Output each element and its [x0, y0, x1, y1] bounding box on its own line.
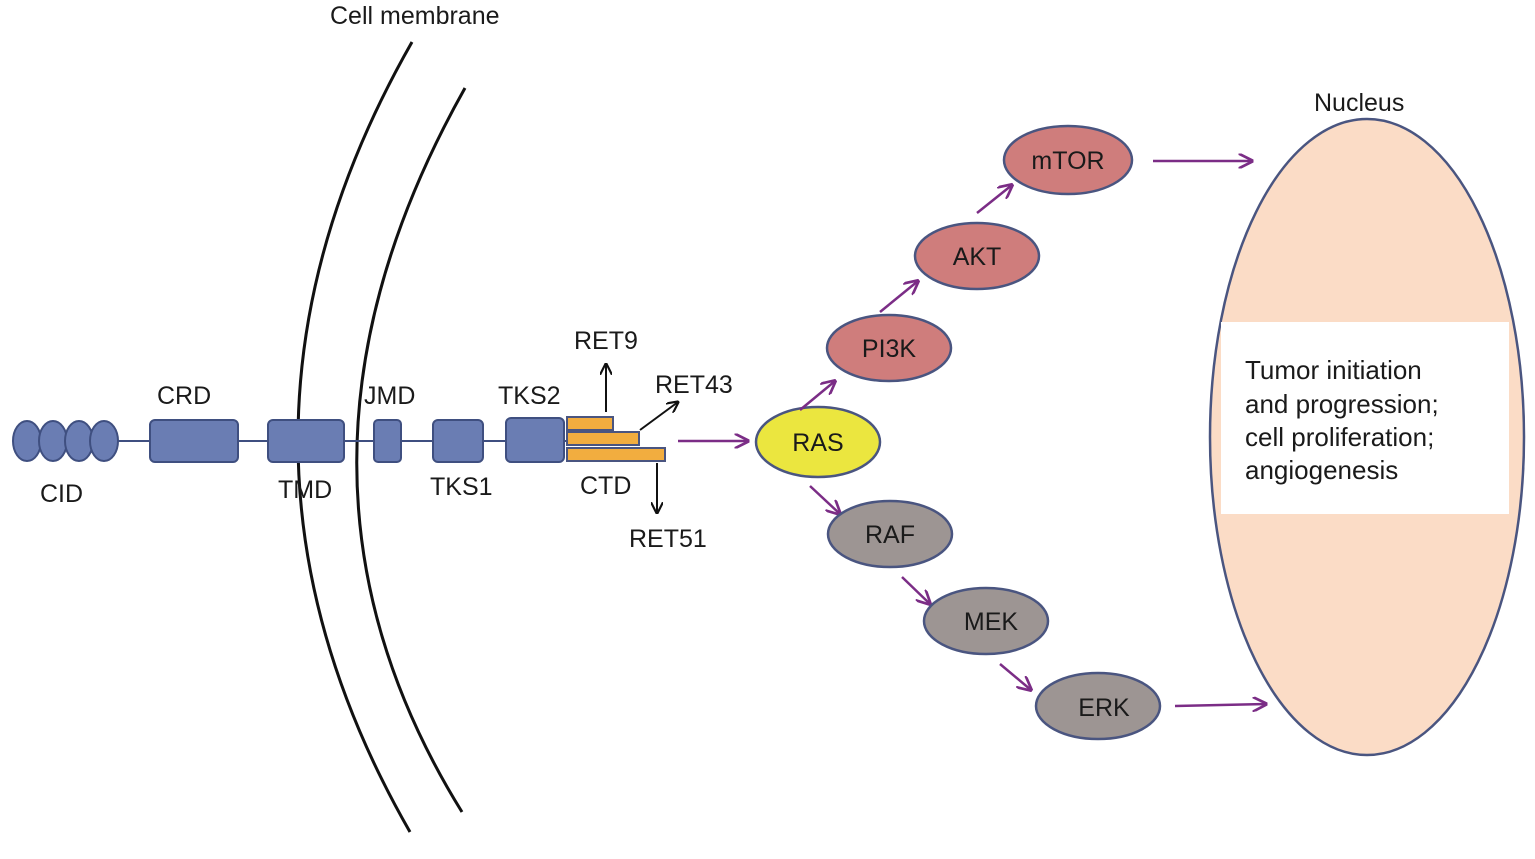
tks1-domain: [432, 419, 484, 463]
ret51-label: RET51: [629, 525, 707, 553]
erk-label: ERK: [1078, 694, 1130, 722]
mek-node: [922, 586, 1050, 656]
ctd-label: CTD: [580, 472, 631, 500]
raf-to-mek-arrow: [901, 576, 930, 604]
nucleus-label: Nucleus: [1314, 89, 1404, 117]
ctd-bar-ret43: [566, 431, 640, 446]
cell-membrane-inner-arc: [355, 87, 467, 813]
mek-to-erk-arrow: [999, 663, 1031, 690]
ctd-bar-ret9: [566, 416, 614, 431]
crd-label: CRD: [157, 382, 211, 410]
ctd-domain: [566, 416, 666, 462]
akt-to-mtor-arrow: [976, 185, 1012, 214]
mtor-node: [1002, 124, 1134, 196]
ras-to-pi3k-arrow: [799, 381, 835, 411]
tks2-label: TKS2: [498, 382, 561, 410]
tks2-domain: [505, 417, 565, 463]
outcome-box: [1221, 322, 1509, 514]
ctd-bar-ret51: [566, 447, 666, 462]
erk-node: [1034, 671, 1162, 741]
pi3k-label: PI3K: [862, 335, 917, 363]
tmd-label: TMD: [278, 476, 332, 504]
raf-label: RAF: [865, 521, 915, 549]
ras-to-raf-arrow: [809, 485, 840, 514]
akt-label: AKT: [953, 243, 1002, 271]
jmd-domain: [373, 419, 402, 463]
ret43-label: RET43: [655, 371, 733, 399]
pi3k-to-akt-arrow: [879, 281, 918, 313]
ras-node: [754, 405, 882, 479]
cid-oval: [12, 420, 42, 462]
cid-label: CID: [40, 480, 83, 508]
jmd-label: JMD: [364, 382, 415, 410]
tmd-domain: [267, 419, 345, 463]
cid-domain: [12, 420, 119, 462]
cell-membrane-label: Cell membrane: [330, 2, 500, 30]
ret9-label: RET9: [574, 327, 638, 355]
ras-label: RAS: [792, 429, 843, 457]
akt-node: [913, 221, 1041, 291]
tks1-label: TKS1: [430, 473, 493, 501]
outcome-line-3: cell proliferation;: [1245, 422, 1434, 452]
ret43-arrow: [639, 402, 678, 431]
mtor-label: mTOR: [1031, 147, 1104, 175]
outcome-line-1: Tumor initiation: [1245, 355, 1422, 385]
outcome-line-4: angiogenesis: [1245, 455, 1398, 485]
cid-oval: [64, 420, 94, 462]
cid-oval: [89, 420, 119, 462]
crd-domain: [149, 419, 239, 463]
raf-node: [826, 499, 954, 569]
pi3k-node: [825, 313, 953, 383]
mek-label: MEK: [964, 608, 1019, 636]
cid-oval: [38, 420, 68, 462]
outcome-line-2: and progression;: [1245, 389, 1439, 419]
erk-to-nucleus-arrow: [1174, 704, 1266, 706]
